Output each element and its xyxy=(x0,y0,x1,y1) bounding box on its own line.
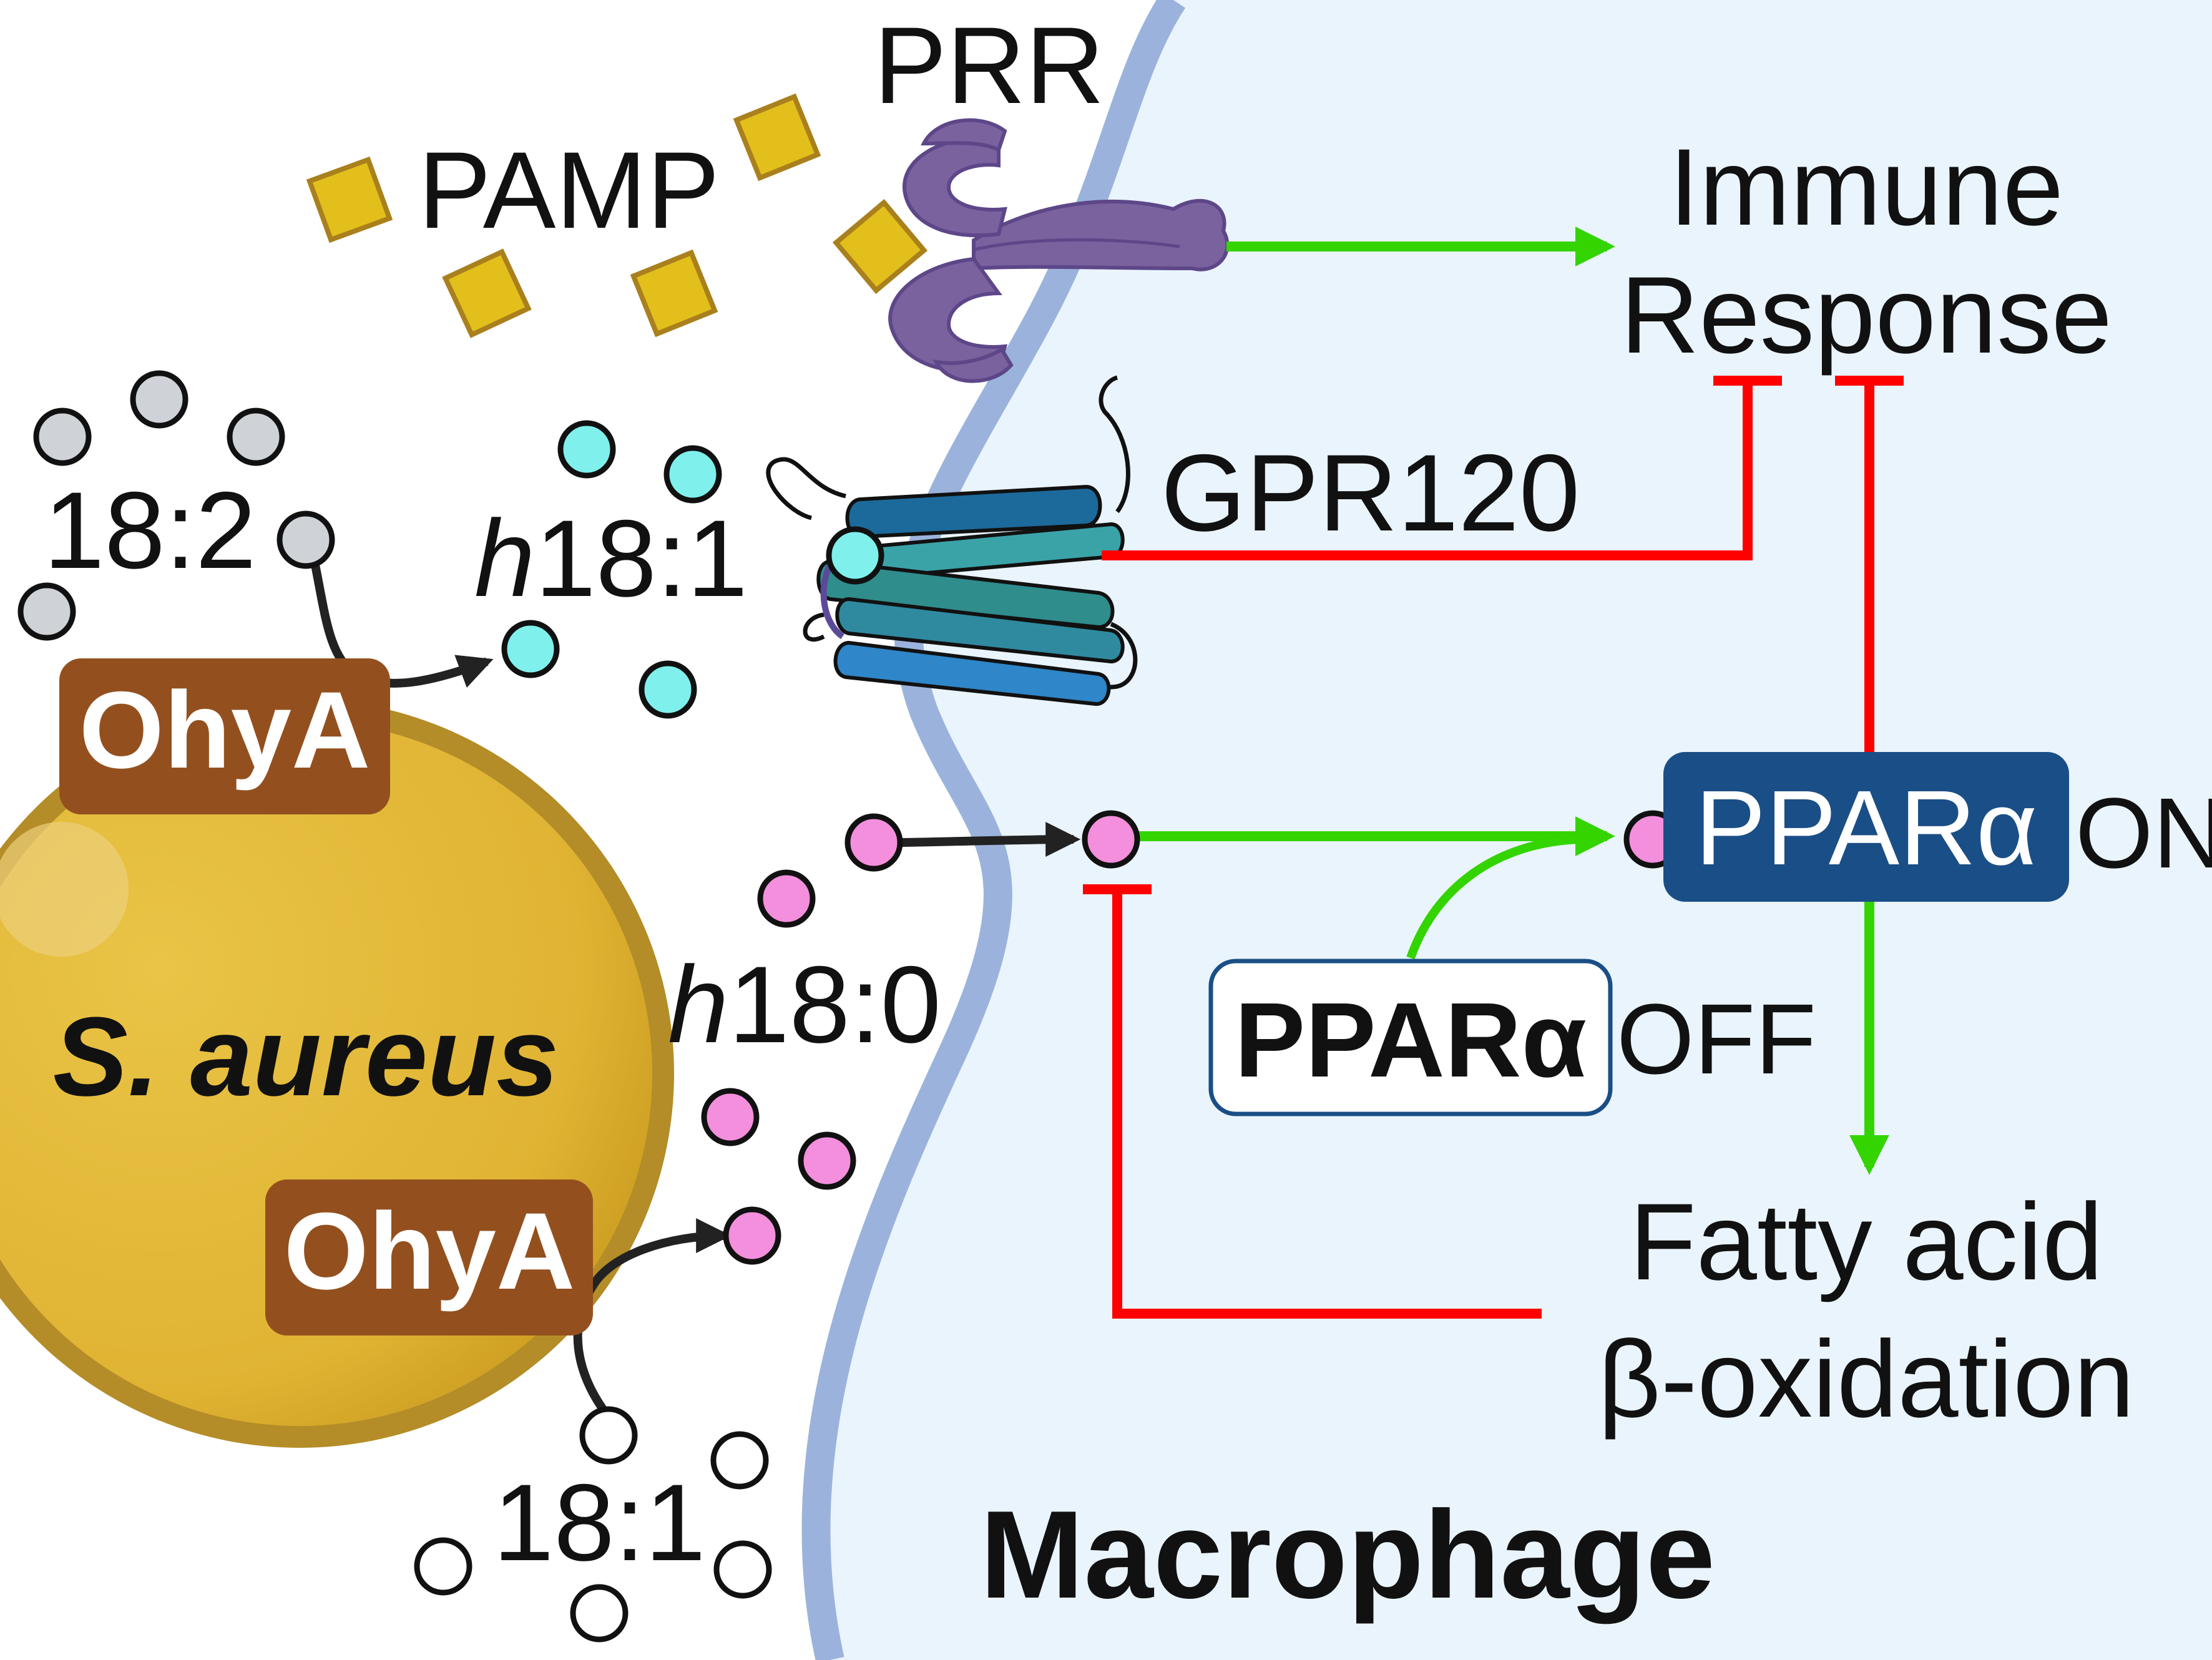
h18-0-molecule xyxy=(844,813,903,872)
pamp-label: PAMP xyxy=(418,130,720,251)
fao-label-line2: β-oxidation xyxy=(1598,1319,2134,1440)
pamp-molecule xyxy=(630,249,718,338)
prr-receptor-icon xyxy=(888,118,1230,383)
la-18-2-label: 18:2 xyxy=(44,470,257,592)
la-18-2-molecules xyxy=(17,370,335,641)
gpr120-inhibits-immune xyxy=(1102,381,1753,560)
ppar-on-box xyxy=(1663,752,2069,902)
pamp-molecules xyxy=(306,93,928,338)
h18-1-molecule xyxy=(557,420,616,479)
h18-1-molecule xyxy=(826,526,884,585)
macrophage-cytoplasm xyxy=(816,0,2212,1660)
h18-1-molecule xyxy=(639,660,697,719)
la-molecule xyxy=(17,582,76,641)
h18-0-uptake-arrow xyxy=(901,822,1081,857)
macrophage-label: Macrophage xyxy=(980,1485,1715,1624)
la-molecule xyxy=(33,408,92,466)
oa-molecule xyxy=(570,1584,629,1643)
pamp-molecule xyxy=(306,156,393,243)
gpr120-receptor-icon xyxy=(766,375,1138,706)
h18-0-molecule xyxy=(1082,810,1140,869)
immune-response-line1: Immune xyxy=(1669,127,2063,248)
ppar-off-box xyxy=(1208,959,1613,1116)
s-aureus-label: S. aureus xyxy=(53,994,559,1120)
ppar-on-label: PPARα xyxy=(1695,769,2038,887)
h18-1-molecule xyxy=(663,445,722,504)
h18-0-molecule xyxy=(723,1206,781,1265)
ppar-off-to-on-arrow xyxy=(1406,835,1580,960)
h18-1-molecules xyxy=(501,420,884,719)
ppar-off-state-label: OFF xyxy=(1617,983,1816,1095)
la-molecule xyxy=(227,408,285,466)
pamp-molecule xyxy=(733,93,821,182)
ohya-bottom-box xyxy=(265,1179,593,1335)
ohya-top-label: OhyA xyxy=(79,670,371,791)
oa-18-1-label: 18:1 xyxy=(493,1462,706,1584)
h18-0-label: h18:0 xyxy=(668,944,941,1066)
h18-1-molecule xyxy=(501,620,560,678)
immune-response-line2: Response xyxy=(1620,255,2112,376)
h18-0-molecule xyxy=(757,869,816,928)
prr-label: PRR xyxy=(874,5,1104,127)
oa-molecule xyxy=(579,1406,638,1465)
h18-0-molecule xyxy=(798,1131,856,1190)
h18-0-molecule xyxy=(701,1088,760,1146)
oa-molecule xyxy=(713,1540,772,1599)
oa-molecule xyxy=(414,1537,472,1596)
ppar-on-state-label: ON xyxy=(2075,777,2212,889)
ppar-off-label: PPARα xyxy=(1235,981,1587,1100)
ohya-bottom-label: OhyA xyxy=(284,1191,575,1312)
oa-molecule xyxy=(710,1431,769,1490)
h18-1-label: h18:1 xyxy=(474,498,748,620)
oa-18-1-molecules xyxy=(414,1406,772,1643)
fao-label-line1: Fatty acid xyxy=(1630,1181,2103,1303)
gpr120-label: GPR120 xyxy=(1161,432,1580,554)
fao-inhibits-h18-0 xyxy=(1112,889,1542,1319)
la-molecule xyxy=(130,370,188,429)
ohya-top-box xyxy=(59,658,390,814)
pamp-molecule xyxy=(832,198,928,295)
la-molecule xyxy=(276,510,335,569)
pamp-molecule xyxy=(442,248,532,338)
h18-0-molecules xyxy=(701,810,1682,1265)
